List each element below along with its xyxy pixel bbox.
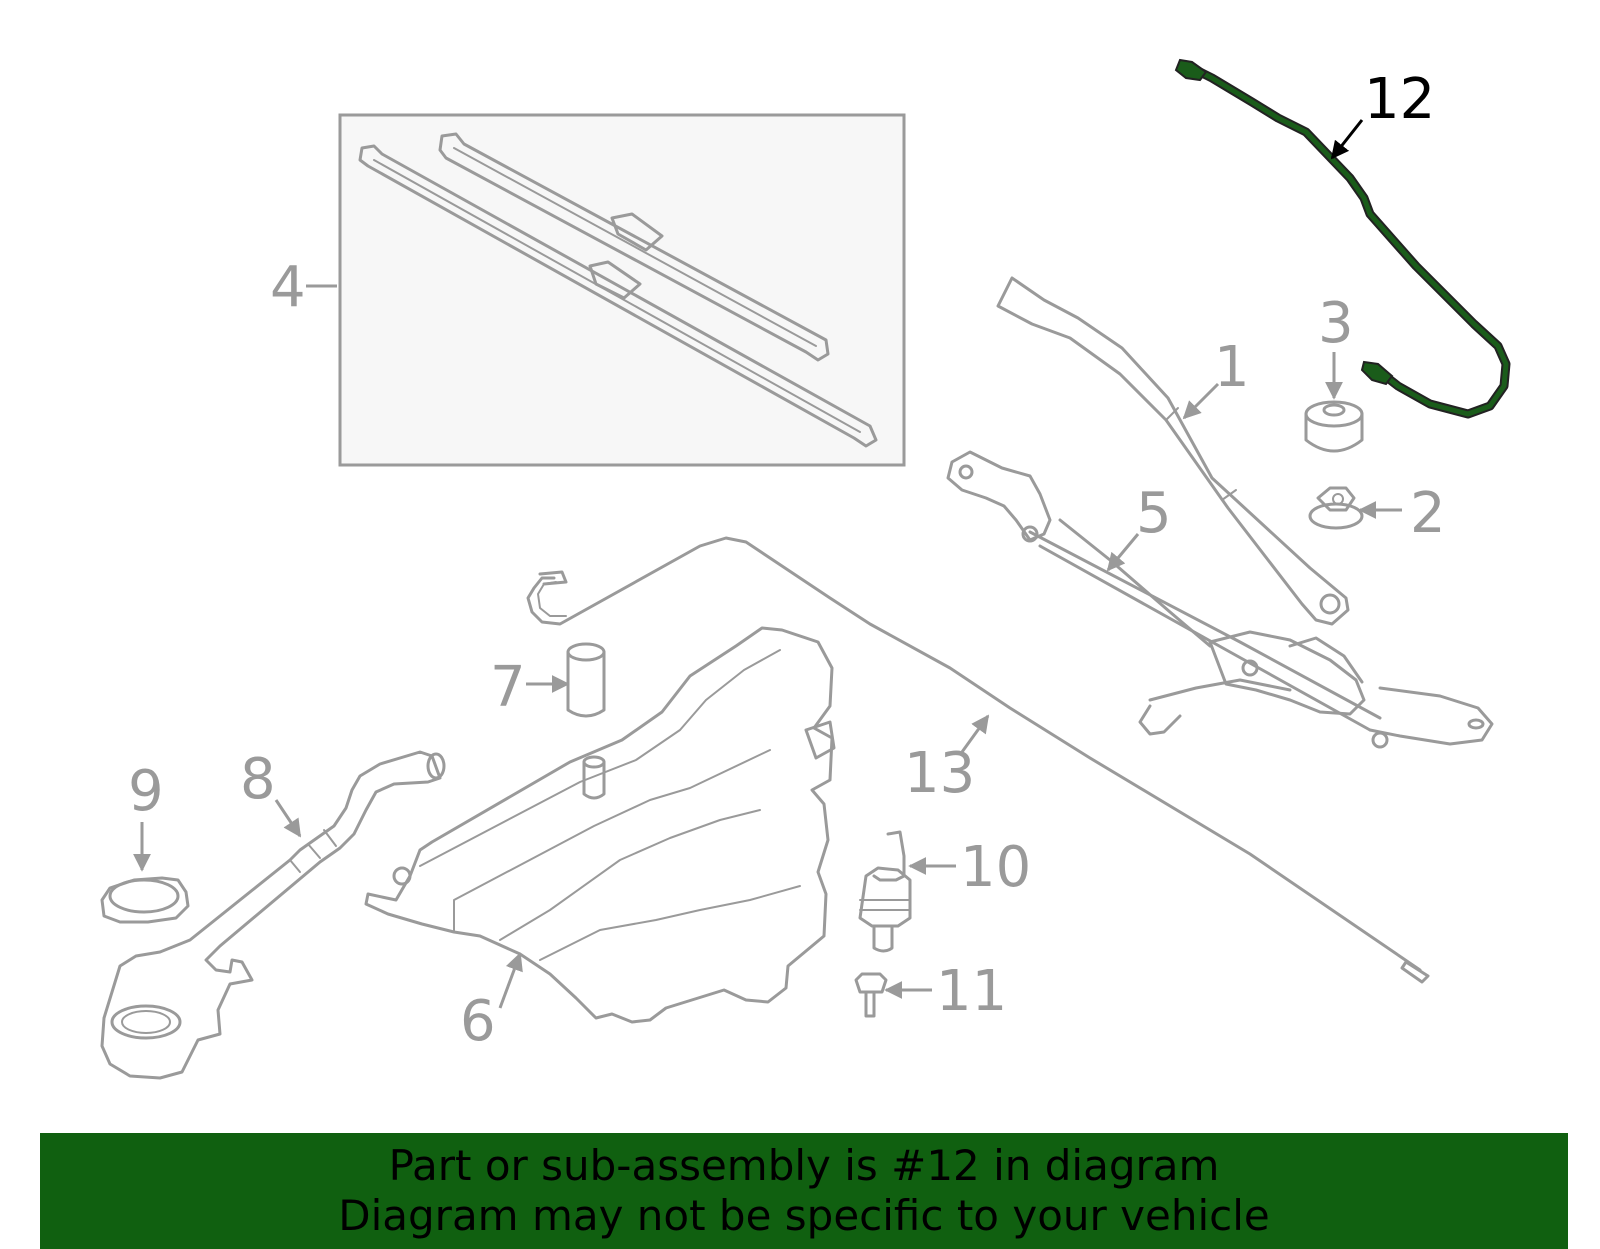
part-10-washer-pump <box>858 830 912 953</box>
info-banner: Part or sub-assembly is #12 in diagram D… <box>40 1133 1568 1249</box>
banner-line-part: Part or sub-assembly is #12 in diagram <box>388 1141 1220 1190</box>
part-11-screw <box>854 972 888 1018</box>
callout-12: 12 <box>1364 67 1435 132</box>
callout-6: 6 <box>460 989 496 1054</box>
callout-7: 7 <box>490 655 526 720</box>
callout-8: 8 <box>240 747 276 812</box>
callout-11: 11 <box>936 959 1007 1024</box>
callout-4: 4 <box>270 255 306 320</box>
callout-5: 5 <box>1136 481 1172 546</box>
callout-13: 13 <box>904 741 975 806</box>
hose-highlight <box>1185 63 1509 417</box>
part-1-wiper-arm <box>996 276 1350 626</box>
part-12-washer-hose <box>1174 58 1511 419</box>
part-5-wiper-linkage <box>946 450 1494 749</box>
part-2-nut <box>1308 486 1364 530</box>
part-9-cap <box>100 876 190 924</box>
part-3-grommet <box>1304 400 1364 453</box>
parts-diagram: 1 2 3 4 5 6 7 8 9 10 11 12 13 <box>100 58 1511 1080</box>
callout-numbers: 1 2 3 4 5 6 7 8 9 10 11 12 13 <box>128 67 1446 1054</box>
leader-lines <box>133 119 1402 1009</box>
banner-line-disclaimer: Diagram may not be specific to your vehi… <box>338 1191 1270 1240</box>
callout-3: 3 <box>1318 291 1354 356</box>
part-6-washer-reservoir <box>364 626 836 1024</box>
part-7-filter <box>566 642 606 718</box>
callout-1: 1 <box>1214 335 1250 400</box>
callout-10: 10 <box>960 835 1031 900</box>
part-13-long-hose <box>526 536 1430 984</box>
callout-2: 2 <box>1410 481 1446 546</box>
callout-9: 9 <box>128 759 164 824</box>
part-8-filler-neck <box>100 750 446 1080</box>
part-4-wiper-blades <box>306 113 906 467</box>
